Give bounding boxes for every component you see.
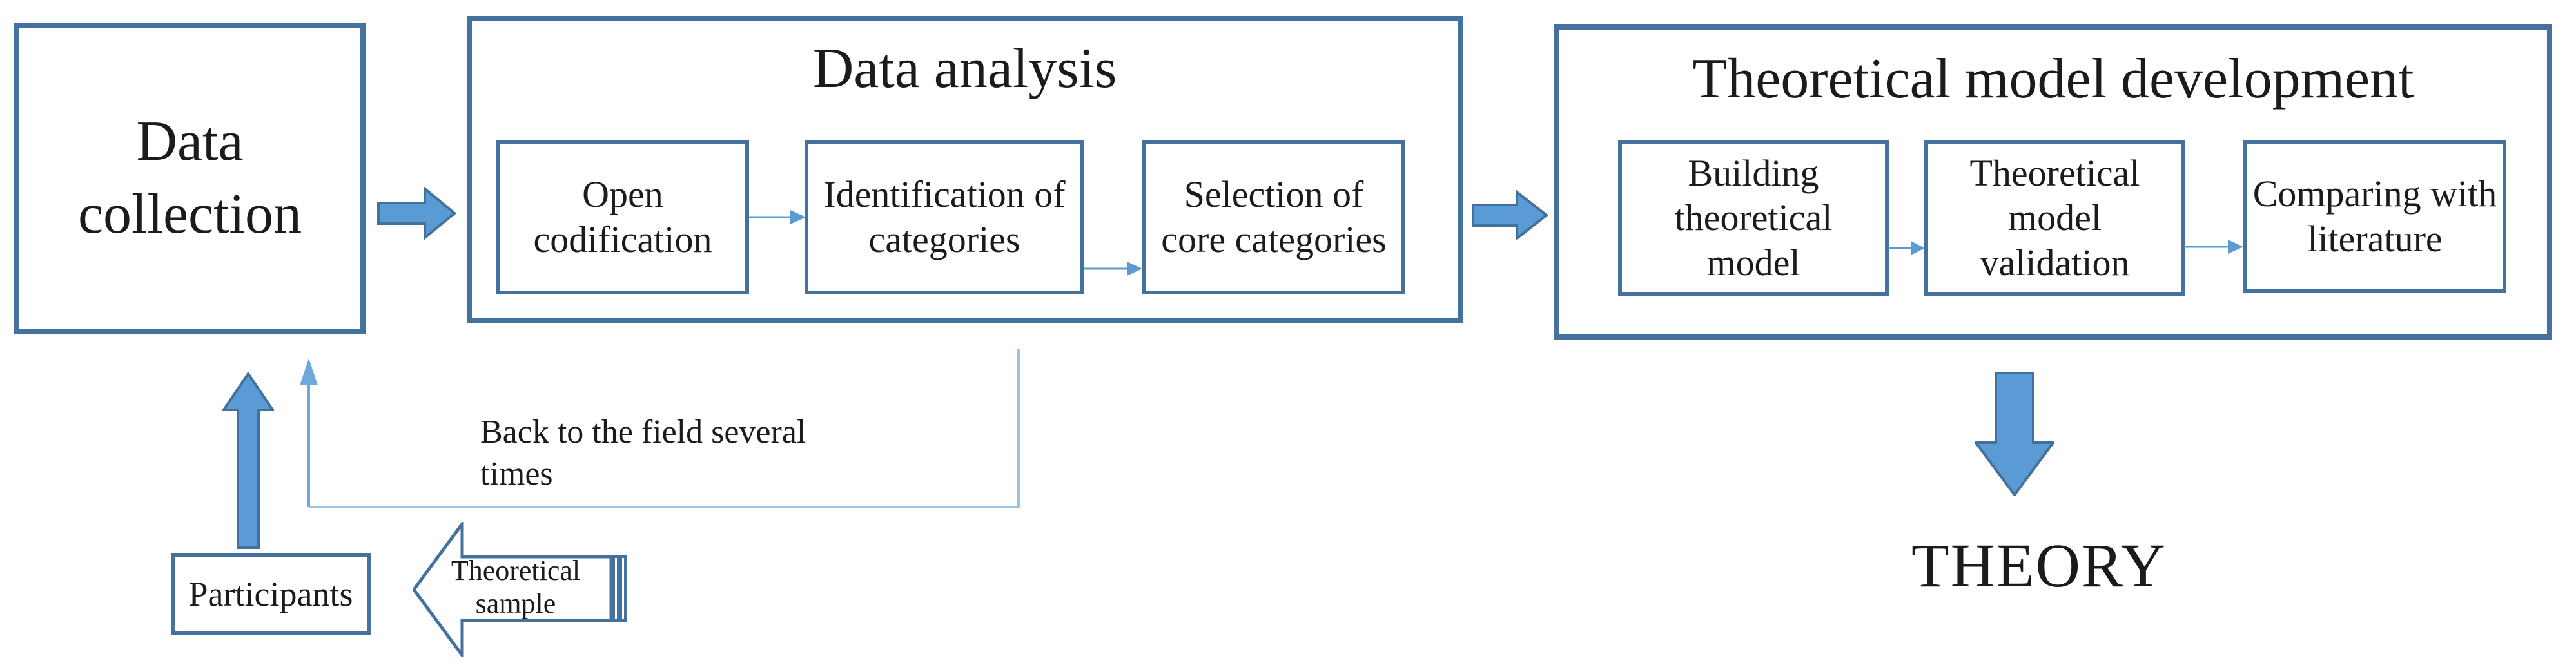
theory-label: THEORY: [1911, 531, 2167, 600]
down-arrow-icon: [1975, 372, 2054, 496]
thin-right-arrow-icon: [2184, 240, 2243, 254]
data-analysis-title: Data analysis: [812, 37, 1117, 100]
participants-box: Participants: [171, 553, 371, 635]
theoretical-model-title: Theoretical model development: [1692, 48, 2414, 110]
theoretical-model-validation-label: Theoretical model validation: [1969, 151, 2140, 284]
up-arrow-icon: [222, 372, 274, 549]
selection-core-categories-label: Selection of core categories: [1161, 173, 1387, 260]
building-theoretical-model-label: Building theoretical model: [1674, 151, 1833, 284]
open-codification-label: Open codification: [533, 173, 712, 260]
thin-right-arrow-icon: [1888, 241, 1925, 255]
identification-categories-label: Identification of categories: [823, 173, 1066, 260]
identification-categories-box: Identification of categories: [805, 140, 1084, 294]
theoretical-sample-label: Theoretical sample: [422, 554, 609, 620]
right-arrow-icon: [1472, 189, 1548, 241]
right-arrow-icon: [377, 186, 456, 240]
thin-right-arrow-icon: [749, 210, 806, 224]
feedback-loop-arrow: [300, 349, 1020, 508]
theoretical-sample-line1: Theoretical: [451, 555, 581, 586]
data-collection-label: Data collection: [78, 110, 302, 246]
feedback-note-line1: Back to the field several: [480, 414, 806, 450]
feedback-note-line2: times: [480, 456, 553, 492]
participants-label: Participants: [188, 574, 353, 613]
selection-core-categories-box: Selection of core categories: [1142, 140, 1405, 294]
theoretical-sample-arrow: [413, 522, 627, 657]
comparing-literature-label: Comparing with literature: [2252, 173, 2497, 260]
theoretical-sample-line2: sample: [475, 588, 556, 620]
open-codification-box: Open codification: [496, 140, 749, 294]
theoretical-model-validation-box: Theoretical model validation: [1924, 140, 2185, 296]
feedback-note: Back to the field several times: [480, 411, 806, 495]
building-theoretical-model-box: Building theoretical model: [1618, 140, 1889, 296]
comparing-literature-box: Comparing with literature: [2243, 140, 2506, 293]
thin-right-arrow-icon: [1084, 262, 1142, 276]
data-collection-box: Data collection: [14, 23, 366, 334]
